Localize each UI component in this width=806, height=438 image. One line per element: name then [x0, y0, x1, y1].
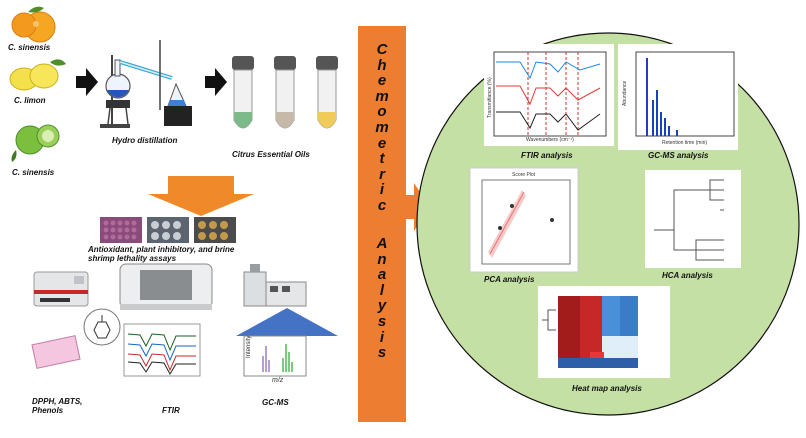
- bar-letter: A: [376, 235, 388, 252]
- gcms-analysis-chart: [618, 44, 738, 150]
- bar-letter: a: [377, 266, 387, 284]
- ftir-ylabel: Transmittance (%): [487, 77, 493, 118]
- pca-analysis-caption: PCA analysis: [484, 275, 535, 284]
- assays-label-line2: shrimp lethality assays: [88, 254, 177, 263]
- bar-letter: C: [376, 41, 388, 58]
- bar-letter: s: [377, 312, 387, 330]
- bar-letter: s: [377, 344, 387, 362]
- bar-letter: i: [379, 328, 385, 346]
- bar-letter: e: [377, 72, 387, 90]
- bar-letter: i: [379, 181, 385, 199]
- gcms-ylabel: Abundance: [622, 80, 628, 106]
- gcms-xlabel: Retention time (min): [662, 140, 708, 146]
- gcms-analysis-caption: GC-MS analysis: [648, 151, 709, 160]
- heatmap-analysis-caption: Heat map analysis: [572, 384, 642, 393]
- hca-dendrogram: [645, 170, 741, 268]
- oils-label: Citrus Essential Oils: [232, 150, 310, 159]
- gcms-label: GC-MS: [262, 398, 289, 407]
- dpph-label-line2: Phenols: [32, 406, 64, 415]
- hca-analysis-caption: HCA analysis: [662, 271, 713, 280]
- pca-analysis-chart: [469, 167, 579, 273]
- bar-letter: n: [377, 250, 387, 268]
- pca-title: Score Plot: [512, 172, 536, 178]
- fruit-label-orange: C. sinensis: [8, 43, 51, 52]
- ms-ylabel: Intensity: [246, 335, 252, 358]
- ftir-spectrum-thumbnail: [123, 323, 201, 377]
- bar-letter: m: [375, 87, 389, 105]
- ftir-analysis-chart: [484, 44, 614, 146]
- down-arrow: [148, 176, 254, 216]
- ftir-instrument-icon: [119, 263, 213, 310]
- lemon-fruit-icon: [9, 59, 66, 91]
- bar-letter: r: [379, 165, 385, 183]
- distillation-label: Hydro distillation: [112, 136, 178, 145]
- assays-label-line1: Antioxidant, plant inhibitory, and brine: [88, 245, 235, 254]
- bar-letter: o: [377, 103, 387, 121]
- mass-spectrum-thumbnail: [243, 335, 307, 377]
- ftir-label: FTIR: [162, 406, 180, 415]
- chemometric-bar: [358, 26, 406, 422]
- heatmap-chart: [538, 286, 670, 378]
- gcms-triangle: [236, 308, 338, 336]
- ftir-analysis-caption: FTIR analysis: [521, 151, 573, 160]
- bar-letter: y: [377, 297, 387, 315]
- bar-letter: h: [377, 56, 387, 74]
- assay-plates-icon: [100, 217, 236, 243]
- gcms-instrument-icon: [243, 264, 307, 307]
- bar-letter: t: [379, 150, 385, 168]
- plate-reader-icon: [33, 271, 89, 307]
- distillation-apparatus-icon: [100, 40, 192, 128]
- fruit-label-lemon: C. limon: [14, 96, 46, 105]
- oil-tubes-icon: [232, 56, 338, 129]
- bar-letter: e: [377, 134, 387, 152]
- bar-letter: c: [377, 196, 387, 214]
- microplate-icon: [31, 308, 121, 369]
- dpph-label-line1: DPPH, ABTS,: [32, 397, 83, 406]
- fruit-label-green: C. sinensis: [12, 168, 55, 177]
- arrow-to-distillation: [76, 68, 98, 96]
- bar-letter: l: [379, 281, 385, 299]
- green-citrus-icon: [11, 124, 60, 162]
- arrow-to-oils: [205, 68, 227, 96]
- bar-letter: m: [375, 118, 389, 136]
- ftir-xlabel: Wavenumbers (cm⁻¹): [526, 137, 574, 143]
- ms-xlabel: m/z: [272, 377, 284, 384]
- orange-fruit-icon: [11, 6, 56, 43]
